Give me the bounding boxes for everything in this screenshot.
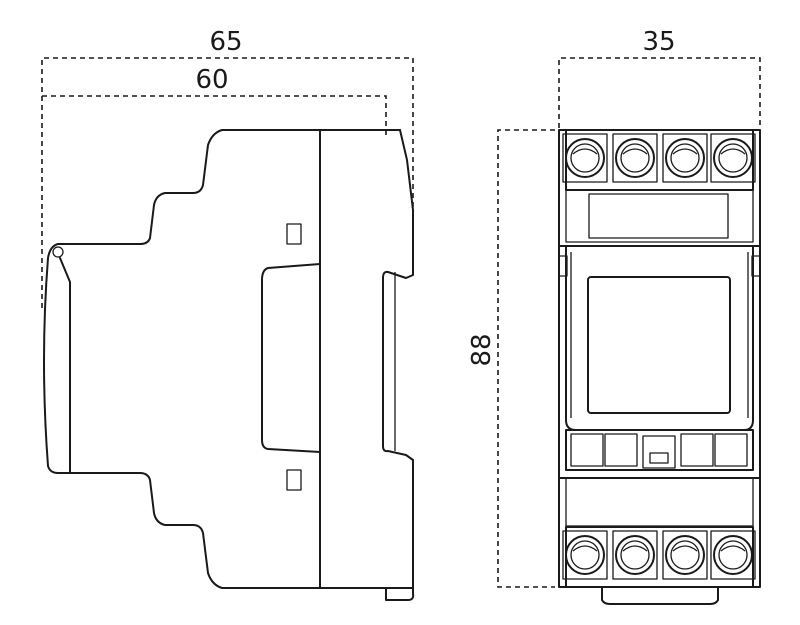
top-terminal-3 <box>662 133 708 183</box>
dimension-35: 35 <box>558 27 761 128</box>
button-2 <box>604 433 638 467</box>
front-view <box>558 129 761 605</box>
side-foot <box>385 587 415 601</box>
bottom-terminals <box>562 530 756 580</box>
button-1 <box>570 433 604 467</box>
bottom-terminal-1 <box>562 530 608 580</box>
center-switch <box>642 435 676 469</box>
top-terminal-2 <box>612 133 658 183</box>
button-4 <box>714 433 748 467</box>
dimension-88: 88 <box>467 129 555 588</box>
side-window-bottom <box>286 469 302 491</box>
side-housing-outline <box>57 129 321 589</box>
side-view <box>43 129 415 601</box>
bottom-terminal-3 <box>662 530 708 580</box>
button-3 <box>680 433 714 467</box>
dimension-60: 60 <box>42 65 387 135</box>
top-terminal-4 <box>710 133 756 183</box>
bottom-terminal-2 <box>612 530 658 580</box>
front-din-foot <box>601 586 719 605</box>
side-front-face <box>43 243 71 474</box>
dimension-65-label: 65 <box>209 27 242 57</box>
lcd-screen <box>587 276 731 414</box>
dimension-88-label: 88 <box>467 333 497 366</box>
front-buttons <box>570 433 748 469</box>
bottom-terminal-4 <box>710 530 756 580</box>
top-terminal-1 <box>562 133 608 183</box>
dimension-65: 65 <box>41 27 414 308</box>
dimension-60-label: 60 <box>195 65 228 95</box>
side-din-clip <box>382 129 414 589</box>
top-terminals <box>562 133 756 183</box>
side-recess <box>261 263 321 453</box>
dimension-35-label: 35 <box>642 27 675 57</box>
side-window-top <box>286 223 302 245</box>
